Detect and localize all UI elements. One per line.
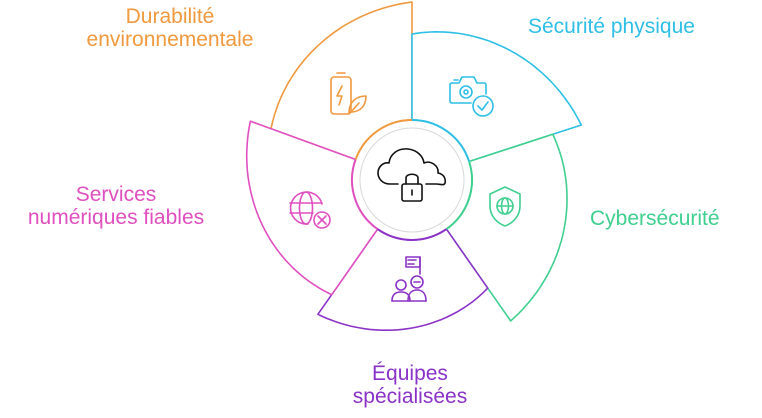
center-ring-orange: [354, 119, 413, 160]
label-cybersecurite: Cybersécurité: [590, 207, 760, 230]
center-ring-blue: [411, 119, 471, 162]
segment-icons: [289, 72, 521, 302]
center-ring-purple: [377, 228, 447, 241]
label-equipes-specialisees: Équipes spécialisées: [300, 362, 520, 408]
center-hub: [351, 119, 474, 241]
label-securite-physique: Sécurité physique: [528, 15, 753, 38]
label-services-numeriques-fiables: Services numériques fiables: [0, 183, 232, 229]
label-line: environnementale: [86, 28, 254, 51]
camera-check-icon: [449, 76, 494, 117]
label-line: Équipes: [372, 362, 448, 385]
label-line: Cybersécurité: [590, 207, 720, 230]
label-line: numériques fiables: [27, 206, 205, 229]
cloud-lock-icon: [377, 148, 447, 202]
label-line: Services: [75, 183, 157, 206]
center-ring-green: [445, 161, 474, 230]
label-line: spécialisées: [352, 385, 468, 408]
center-ring-pink: [351, 159, 379, 230]
label-line: Sécurité physique: [528, 15, 695, 38]
battery-leaf-icon: [330, 72, 367, 115]
globe-x-icon: [289, 191, 331, 229]
team-flag-icon: [391, 256, 427, 302]
center-inner-circle: [359, 127, 465, 233]
shield-globe-icon: [489, 186, 521, 227]
label-durabilite-environnementale: Durabilité environnementale: [50, 5, 290, 51]
label-line: Durabilité: [125, 5, 215, 28]
